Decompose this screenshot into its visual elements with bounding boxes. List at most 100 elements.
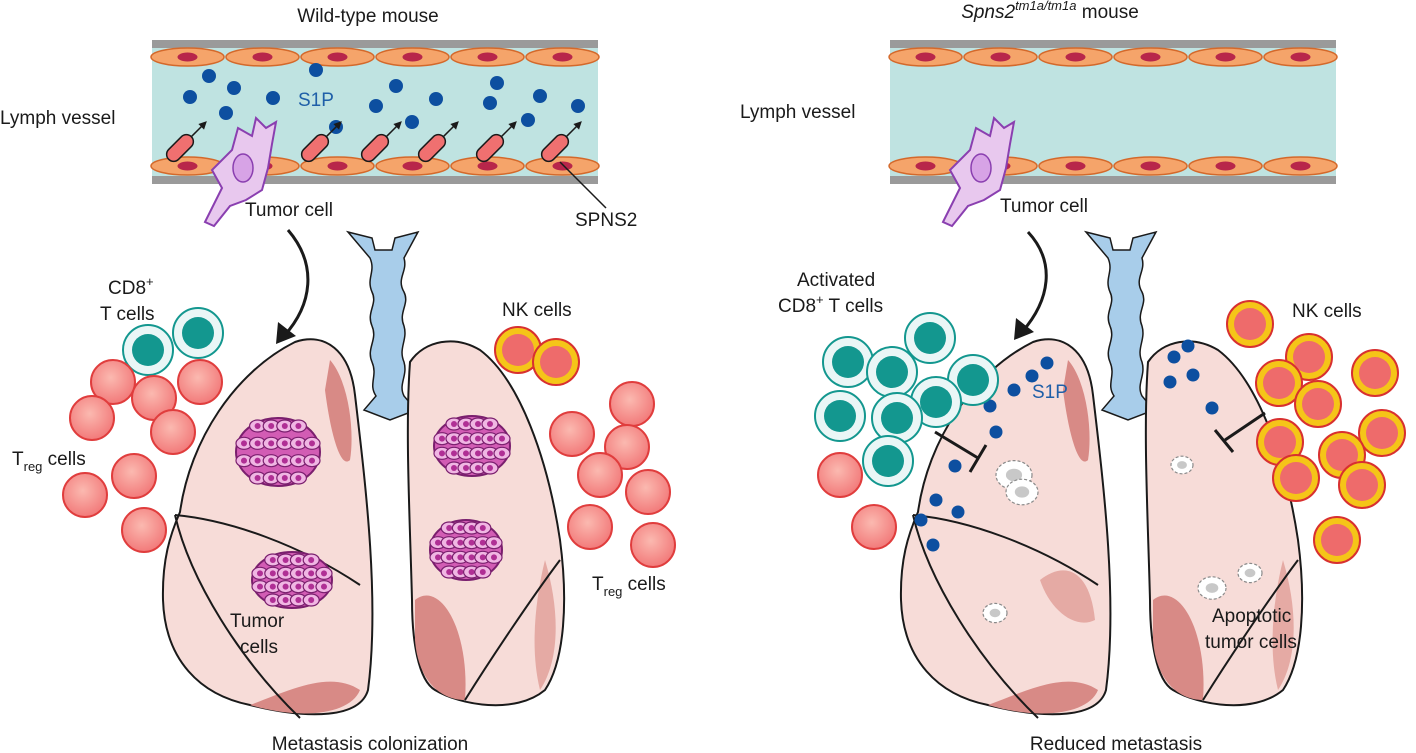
- endothelial-nucleus: [177, 52, 198, 62]
- left-nk-label: NK cells: [502, 300, 572, 321]
- tumor-cell-nucleus: [487, 450, 493, 457]
- s1p-dot: [309, 63, 323, 77]
- right-title: Spns2tm1a/tm1a mouse: [961, 0, 1139, 23]
- tumor-cell-nucleus: [282, 583, 289, 590]
- s1p-dot: [521, 113, 535, 127]
- left-arrow-head: [276, 322, 296, 344]
- left-s1p-label: S1P: [298, 90, 334, 111]
- nk-nucleus: [540, 346, 572, 378]
- tumor-cell-nucleus: [439, 435, 445, 442]
- right-lymph-vessel: [888, 40, 1338, 184]
- tumor-cell-nucleus: [463, 435, 469, 442]
- apoptotic-fragment: [989, 608, 1001, 618]
- endothelial-nucleus: [552, 52, 573, 62]
- endothelial-nucleus: [327, 161, 348, 171]
- left-caption: Metastasis colonization: [272, 734, 468, 753]
- apoptotic-label-line2: tumor cells: [1205, 632, 1297, 653]
- tumor-cell-nucleus: [446, 539, 453, 546]
- vessel-wall-top: [152, 40, 598, 48]
- tumor-cell-nucleus: [268, 440, 275, 447]
- inhibition-symbol-left: [934, 430, 988, 473]
- right-lung-shade: [415, 595, 466, 700]
- s1p-dot: [183, 90, 197, 104]
- treg-cell: [604, 424, 650, 470]
- vessel-wall-bottom: [152, 176, 598, 184]
- s1p-dot: [989, 425, 1003, 439]
- right-lung-fissure: [464, 559, 561, 701]
- s1p-dot: [1007, 383, 1021, 397]
- cd8-nucleus: [872, 445, 904, 477]
- nk-nucleus: [1264, 426, 1296, 458]
- s1p-dot: [1040, 356, 1054, 370]
- tumor-cell-nucleus: [451, 465, 457, 471]
- tumor-cell-nucleus: [241, 457, 247, 464]
- tumor-cell-nucleus: [308, 583, 315, 590]
- treg-cell: [630, 522, 676, 568]
- nk-nucleus: [1359, 357, 1391, 389]
- s1p-dot: [227, 81, 241, 95]
- tumor-cell-nucleus: [295, 570, 302, 577]
- s1p-dot: [926, 538, 940, 552]
- tumor-cell-nucleus: [295, 440, 302, 447]
- inhibition-symbol-right: [1213, 411, 1266, 453]
- tumor-cell-nucleus: [451, 421, 457, 427]
- right-lung-shade-2: [534, 560, 556, 690]
- tumor-cell-nucleus: [451, 450, 457, 457]
- tumor-cell-nucleus: [281, 457, 288, 464]
- endothelial-nucleus: [327, 52, 348, 62]
- right-lung-shade: [1153, 595, 1204, 700]
- endothelial-nucleus: [915, 52, 936, 62]
- tumor-cell-nucleus: [254, 475, 261, 481]
- tumor-cell-nucleus: [463, 421, 469, 427]
- left-lungs: [161, 230, 566, 719]
- tumor-cell-nucleus: [475, 465, 481, 471]
- endothelial-nucleus: [477, 161, 498, 171]
- spns2-pointer: [559, 161, 607, 209]
- left-tumor-cells-line1: Tumor: [230, 611, 285, 632]
- tumor-cell-nucleus: [446, 569, 453, 575]
- endothelial-nucleus: [915, 161, 936, 171]
- tumor-cell-nucleus: [269, 570, 276, 577]
- treg-cell: [177, 359, 223, 405]
- s1p-dot: [948, 459, 962, 473]
- tumor-cell-nucleus: [254, 423, 261, 429]
- apoptotic-fragment: [1005, 468, 1023, 482]
- treg-cell: [609, 381, 655, 427]
- tumor-cell-nucleus: [268, 423, 275, 429]
- vessel-wall-top: [890, 40, 1336, 48]
- tumor-cell-nucleus: [475, 450, 481, 457]
- cd8-nucleus: [132, 334, 164, 366]
- tumor-cell-nucleus: [241, 440, 247, 447]
- left-migrating-tumor-cell: [203, 116, 278, 228]
- left-tumor-cells-line2: cells: [240, 637, 278, 658]
- nk-nucleus: [1263, 367, 1295, 399]
- tumor-cell-nucleus: [308, 557, 315, 563]
- tumor-cell-nucleus: [321, 570, 327, 577]
- endothelial-nucleus: [1290, 52, 1311, 62]
- tumor-cell-nucleus: [268, 475, 275, 481]
- tumor-cell-nucleus: [295, 457, 302, 464]
- left-lung-fissure-1: [174, 514, 361, 586]
- left-lung-fissure-2: [174, 514, 301, 719]
- tumor-cell-nucleus: [468, 569, 475, 575]
- nk-nucleus: [502, 334, 534, 366]
- nk-nucleus: [1346, 469, 1378, 501]
- s1p-dot: [483, 96, 497, 110]
- tumor-cell-nucleus: [479, 539, 486, 546]
- tumor-cell-nucleus: [475, 435, 481, 442]
- treg-cell: [111, 453, 157, 499]
- s1p-dot: [389, 79, 403, 93]
- tumor-cell-nucleus: [295, 597, 302, 603]
- activated-label-line1: Activated: [797, 270, 875, 291]
- right-caption: Reduced metastasis: [1030, 734, 1202, 753]
- treg-cell: [549, 411, 595, 457]
- endothelial-nucleus: [552, 161, 573, 171]
- s1p-dot: [1205, 401, 1219, 415]
- tumor-cell-nucleus: [309, 457, 315, 464]
- right-immune-cells: [814, 300, 1406, 564]
- s1p-dot: [1167, 350, 1181, 364]
- tumor-cell-nucleus: [499, 435, 505, 442]
- left-immune-cells: [62, 307, 676, 568]
- tumor-cell-nucleus: [281, 423, 288, 429]
